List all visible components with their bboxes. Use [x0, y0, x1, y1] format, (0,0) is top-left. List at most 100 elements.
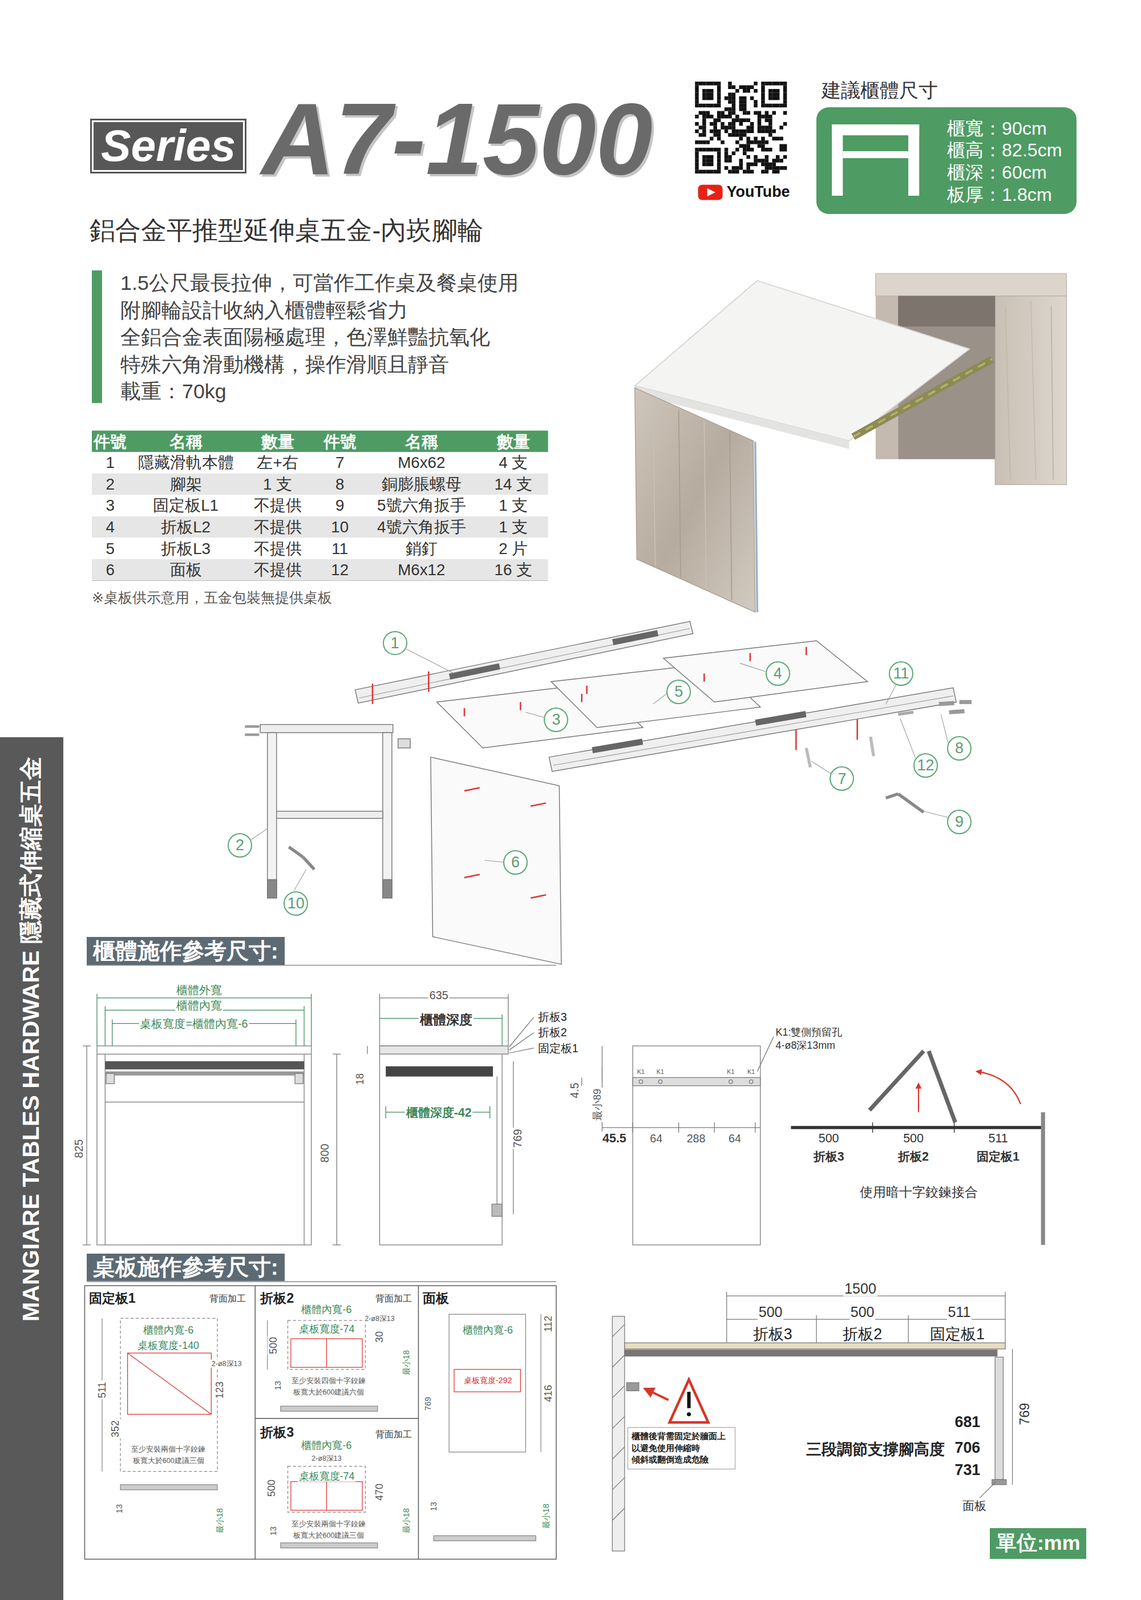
qr-code	[731, 103, 736, 108]
product-render	[634, 387, 756, 613]
qr-code	[698, 111, 703, 116]
qr-code	[761, 170, 766, 175]
table-cell: 1 支	[263, 475, 293, 494]
qr-code	[753, 111, 758, 116]
table-cell: 2	[105, 475, 115, 494]
feature-text: 1.5公尺最長拉伸，可當作工作桌及餐桌使用	[120, 272, 519, 296]
unit-badge: 單位:mm	[989, 1527, 1087, 1559]
qr-code	[709, 147, 714, 152]
qr-code	[713, 129, 718, 134]
qr-code	[739, 118, 744, 123]
subtitle: 鋁合金平推型延伸桌五金-內崁腳輪	[89, 216, 484, 246]
qr-code	[771, 88, 776, 93]
board-drawing	[326, 1338, 327, 1367]
hinge-marks	[795, 729, 797, 751]
qr-code	[706, 114, 711, 119]
cabinet-front-view	[82, 1045, 91, 1046]
cabinet-front-view	[104, 1061, 305, 1070]
node-text: 櫃高：82.5cm	[947, 139, 1067, 162]
board-drawing	[287, 1320, 366, 1370]
qr-code	[717, 99, 722, 104]
qr-code	[731, 151, 736, 156]
qr-code	[717, 166, 722, 171]
exploded-view	[755, 710, 807, 726]
table-cell: 5	[105, 539, 115, 558]
qr-code	[694, 129, 699, 134]
dimension-label: 折板3	[260, 1423, 294, 1440]
exploded-view	[430, 757, 562, 965]
callout-number: 4	[765, 661, 791, 686]
qr-code	[706, 92, 711, 97]
qr-code	[731, 85, 736, 89]
cabinet-hole-view	[632, 1122, 633, 1133]
qr-code	[771, 111, 776, 116]
qr-code	[757, 125, 762, 130]
qr-code	[750, 147, 755, 152]
qr-code	[694, 103, 699, 108]
cabinet-hole-view	[581, 1077, 582, 1086]
dimension-label: 櫃體內寬-6	[461, 1324, 515, 1337]
hinge-marks	[749, 652, 752, 661]
qr-code	[731, 99, 736, 104]
qr-code	[750, 122, 755, 127]
exploded-view	[806, 747, 811, 768]
table-cell: 4 支	[498, 453, 528, 472]
series-title: A7-1500	[261, 87, 653, 190]
table-cell: 4號六角扳手	[377, 518, 466, 537]
qr-code	[757, 118, 762, 123]
product-render	[1051, 305, 1054, 480]
qr-code	[694, 140, 699, 145]
qr-code	[783, 92, 788, 97]
qr-code	[739, 122, 744, 127]
qr-code	[702, 88, 707, 93]
qr-code	[765, 125, 770, 130]
table-cell: 數量	[261, 431, 295, 451]
qr-code	[746, 155, 751, 160]
qr-code	[706, 111, 711, 116]
qr-code	[739, 85, 744, 89]
node-text: 3	[551, 711, 561, 728]
qr-code	[765, 81, 770, 86]
hinge-marks	[530, 894, 546, 898]
qr-code	[783, 103, 788, 108]
qr-code	[783, 81, 788, 86]
exploded-view	[382, 879, 392, 898]
cabinet-hole-view	[714, 1122, 715, 1133]
dimension-label: 折板3	[813, 1148, 845, 1164]
dimension-label: 112	[541, 1314, 554, 1334]
cabinet-front-view	[104, 1071, 305, 1076]
qr-code	[775, 81, 780, 86]
qr-code	[768, 114, 773, 119]
cabinet-hole-view	[757, 1036, 774, 1072]
qr-code	[717, 96, 722, 101]
qr-code	[765, 114, 770, 119]
product-render	[653, 399, 656, 566]
qr-code	[706, 158, 711, 163]
dimension-label: 731	[954, 1461, 981, 1479]
qr-code	[698, 103, 703, 108]
table-cell: 固定板L1	[152, 496, 219, 515]
folding-diagram	[1041, 1111, 1046, 1245]
parts-table	[91, 473, 549, 496]
board-drawing	[448, 1313, 526, 1452]
qr-code	[746, 170, 751, 175]
parts-table	[91, 430, 549, 453]
qr-code	[783, 155, 788, 160]
qr-code	[783, 144, 788, 149]
qr-code	[753, 162, 758, 167]
qr-code	[724, 151, 729, 156]
table-cell: 8	[335, 475, 345, 494]
qr-code	[731, 92, 736, 97]
qr-code	[775, 166, 780, 171]
qr-code	[765, 170, 770, 175]
parts-table	[91, 451, 549, 474]
qr-code	[768, 166, 773, 171]
dimension-label: 桌板寬度=櫃體內寬-6	[138, 1017, 249, 1031]
qr-code	[768, 118, 773, 123]
section-header: 櫃體施作參考尺寸:	[86, 936, 285, 965]
table-cell: 面板	[170, 560, 202, 580]
dimension-label: 500	[817, 1130, 841, 1145]
dimension-label: 681	[954, 1413, 981, 1431]
hinge-marks	[856, 719, 859, 740]
product-render	[875, 273, 1067, 296]
